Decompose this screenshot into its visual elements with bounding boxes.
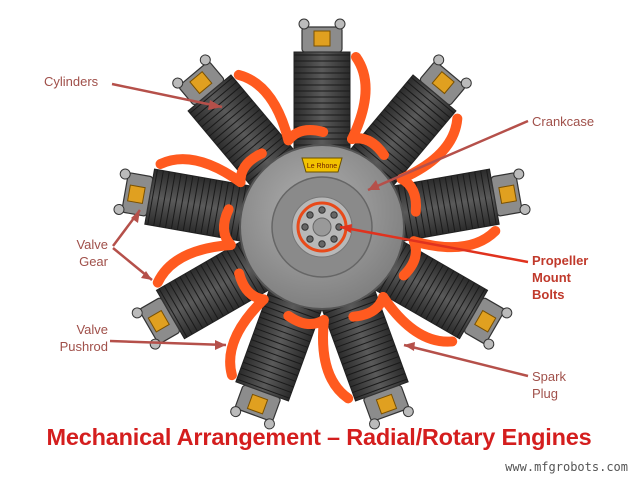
pushrods-group bbox=[152, 52, 501, 404]
cylinder bbox=[230, 287, 324, 430]
maker-badge bbox=[301, 157, 343, 173]
label-cylinders: Cylinders bbox=[44, 73, 98, 90]
shaft-center bbox=[312, 217, 332, 237]
cylinder bbox=[390, 168, 531, 243]
cylinder bbox=[372, 239, 513, 350]
propeller-bolt bbox=[330, 211, 338, 219]
page-title: Mechanical Arrangement – Radial/Rotary E… bbox=[46, 424, 592, 450]
label-valve-pushrod: Valve Pushrod bbox=[46, 321, 108, 355]
leader-cylinders bbox=[111, 82, 223, 109]
maker-badge-text: Le Rhone bbox=[307, 163, 337, 170]
propeller-bolt bbox=[318, 240, 326, 248]
label-propeller-line3: Bolts bbox=[532, 287, 565, 302]
arrowheads bbox=[131, 100, 415, 351]
label-propeller-line2: Mount bbox=[532, 270, 571, 285]
label-valve-pushrod-line1: Valve bbox=[76, 322, 108, 337]
label-valve-pushrod-line2: Pushrod bbox=[59, 339, 108, 354]
leader-pushrod bbox=[109, 339, 227, 347]
pushrod bbox=[347, 52, 389, 160]
propeller-bolt bbox=[306, 211, 314, 219]
propeller-bolt bbox=[306, 235, 314, 243]
propeller-bolt bbox=[330, 235, 338, 243]
leader-spark-plug bbox=[403, 343, 529, 378]
label-propeller-line1: Propeller bbox=[532, 253, 589, 268]
pushrod bbox=[233, 69, 329, 146]
label-cylinders-text: Cylinders bbox=[44, 74, 99, 89]
pushrod bbox=[152, 204, 236, 288]
leader-crankcase bbox=[367, 119, 529, 192]
propeller-bolts bbox=[301, 206, 343, 248]
label-propeller-mount-bolts: Propeller Mount Bolts bbox=[532, 252, 588, 303]
label-valve-gear: Valve Gear bbox=[60, 236, 108, 270]
propeller-bolt bbox=[318, 206, 326, 214]
pushrod bbox=[283, 310, 354, 404]
pushrod bbox=[396, 113, 463, 217]
label-spark-plug: Spark Plug bbox=[532, 368, 566, 402]
pushrod bbox=[348, 291, 458, 347]
label-valve-gear-line2: Gear bbox=[79, 254, 108, 269]
label-spark-plug-line1: Spark bbox=[532, 369, 566, 384]
leader-propeller bbox=[339, 225, 529, 264]
label-spark-plug-line2: Plug bbox=[532, 386, 559, 401]
pushrod bbox=[155, 148, 267, 188]
pushrod bbox=[225, 268, 269, 381]
watermark: www.mfgrobots.com bbox=[505, 460, 628, 474]
propeller-bolt bbox=[301, 223, 309, 231]
label-valve-gear-line1: Valve bbox=[76, 237, 108, 252]
cylinder bbox=[293, 18, 351, 153]
label-crankcase-text: Crankcase bbox=[532, 114, 595, 129]
label-crankcase: Crankcase bbox=[532, 113, 594, 130]
